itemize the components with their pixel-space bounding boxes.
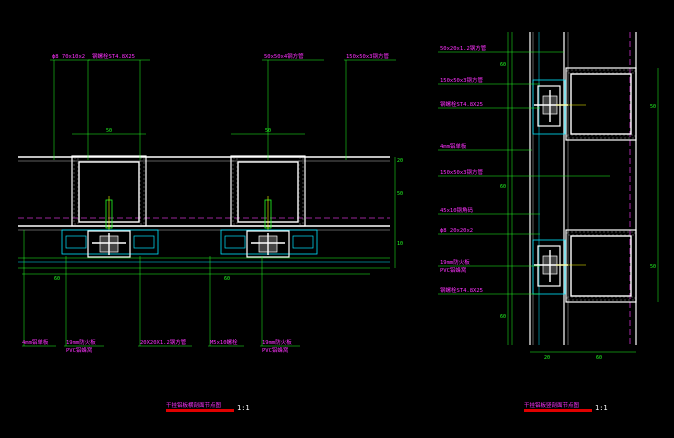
right-drawing-title: 干挂铝板竖剖面节点图 bbox=[524, 401, 580, 409]
label-tube-20: 20X20X1.2钢方管 bbox=[140, 338, 187, 346]
label-fireboard-2: 19mm防火板 bbox=[262, 338, 292, 346]
rdim-right-2: 50 bbox=[650, 264, 656, 270]
label-washer: ϕ8 70x10x2 bbox=[52, 54, 85, 60]
label-fireboard-1: 19mm防火板 bbox=[66, 338, 96, 346]
right-section-drawing: 50x20x1.2钢方管 150x50x3钢方管 钢螺栓ST4.8X25 4mm… bbox=[438, 32, 659, 412]
rlabel-tube-150-mid: 150x50x3钢方管 bbox=[440, 168, 483, 176]
label-m5-bolt: M5x10螺栓 bbox=[210, 338, 238, 346]
rlabel-tube-150-top: 150x50x3钢方管 bbox=[440, 76, 483, 84]
rlabel-washer: ϕ8 20x20x2 bbox=[440, 228, 473, 234]
left-drawing-scale: 1:1 bbox=[237, 404, 250, 412]
rdim-left-2: 60 bbox=[500, 184, 506, 190]
rlabel-fireboard: 19mm防火板 bbox=[440, 258, 470, 266]
dim-side-2: 50 bbox=[397, 191, 403, 197]
dim-bottom-2: 60 bbox=[224, 276, 230, 282]
rdim-left-3: 60 bbox=[500, 314, 506, 320]
rdim-left-1: 60 bbox=[500, 62, 506, 68]
rlabel-screw-bottom: 钢螺栓ST4.8X25 bbox=[440, 286, 483, 294]
dim-top-1: 50 bbox=[106, 128, 112, 134]
dim-bottom-1: 60 bbox=[54, 276, 60, 282]
rlabel-tube-50x20: 50x20x1.2钢方管 bbox=[440, 44, 487, 52]
rdim-bottom-2: 60 bbox=[596, 355, 602, 361]
right-drawing-scale: 1:1 bbox=[595, 404, 608, 412]
rlabel-angle-bracket: 45x10钢角码 bbox=[440, 206, 474, 214]
label-aluminium-panel: 4mm铝单板 bbox=[22, 338, 49, 346]
label-honeycomb-1: PVC铝蜂窝 bbox=[66, 346, 93, 354]
dim-side-3: 10 bbox=[397, 241, 403, 247]
left-section-drawing: ϕ8 70x10x2 钢螺栓ST4.8X25 50x50x4钢方管 150x50… bbox=[18, 52, 403, 412]
label-honeycomb-2: PVC铝蜂窝 bbox=[262, 346, 289, 354]
label-screw: 钢螺栓ST4.8X25 bbox=[92, 52, 135, 60]
left-drawing-title: 干挂铝板横剖面节点图 bbox=[166, 401, 222, 409]
label-tube-150: 150x50x3钢方管 bbox=[346, 52, 389, 60]
rlabel-screw-top: 钢螺栓ST4.8X25 bbox=[440, 100, 483, 108]
label-tube-50: 50x50x4钢方管 bbox=[264, 52, 304, 60]
dim-top-2: 50 bbox=[265, 128, 271, 134]
rdim-bottom-1: 20 bbox=[544, 355, 550, 361]
dim-side-1: 20 bbox=[397, 158, 403, 164]
rlabel-aluminium-panel: 4mm铝单板 bbox=[440, 142, 467, 150]
rdim-right-1: 50 bbox=[650, 104, 656, 110]
rlabel-honeycomb: PVC铝蜂窝 bbox=[440, 266, 467, 274]
